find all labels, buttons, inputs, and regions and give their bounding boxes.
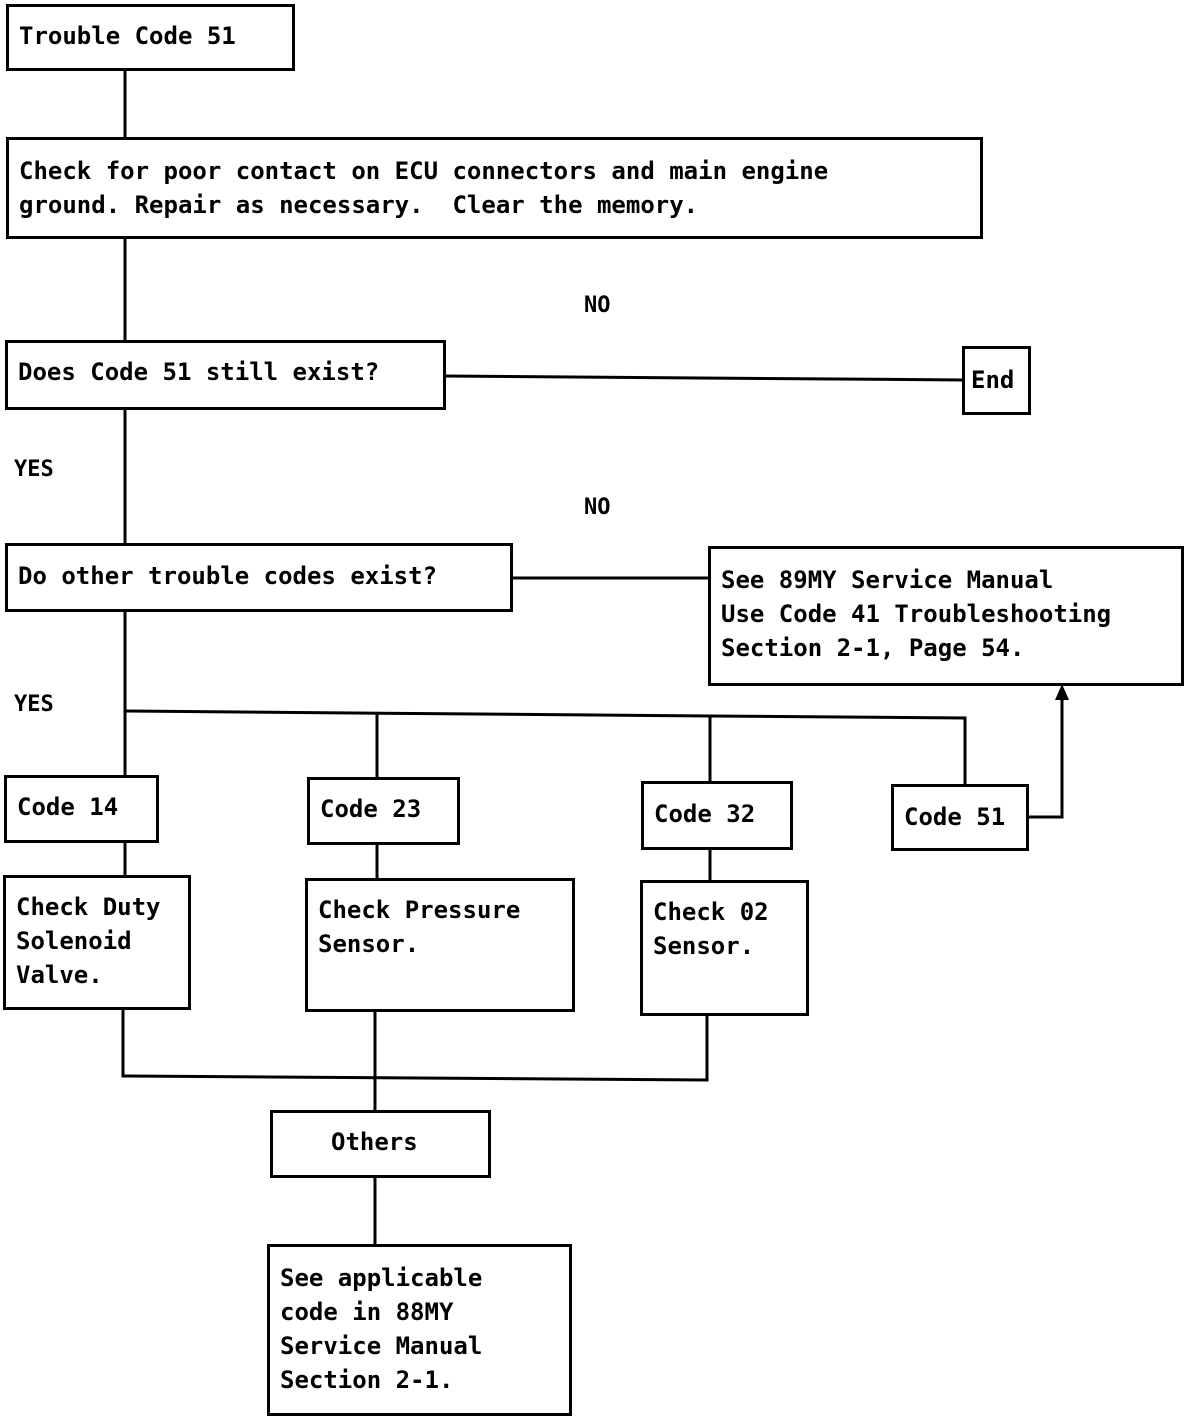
- arrow-head: [1055, 684, 1069, 700]
- see-88my-manual-box: See applicable code in 88MY Service Manu…: [267, 1244, 572, 1416]
- others-box: Others: [270, 1110, 491, 1178]
- end-box: End: [962, 346, 1031, 415]
- yes-label: YES: [14, 692, 54, 717]
- code-51-box: Code 51: [891, 784, 1029, 851]
- connector-line: [443, 374, 966, 382]
- check-o2-sensor-box: Check 02 Sensor.: [640, 880, 809, 1016]
- code-23-box: Code 23: [307, 777, 460, 845]
- code-14-box: Code 14: [4, 775, 159, 843]
- see-89my-manual-box: See 89MY Service Manual Use Code 41 Trou…: [708, 546, 1184, 686]
- no-label: NO: [584, 293, 611, 318]
- no-label: NO: [584, 495, 611, 520]
- connector-line: [1029, 690, 1064, 819]
- connector-line: [121, 1010, 709, 1082]
- check-pressure-sensor-box: Check Pressure Sensor.: [305, 878, 575, 1012]
- code-32-box: Code 32: [641, 781, 793, 850]
- check-duty-solenoid-box: Check Duty Solenoid Valve.: [3, 875, 191, 1010]
- trouble-code-51-box: Trouble Code 51: [6, 4, 295, 71]
- code51-exists-question-box: Does Code 51 still exist?: [5, 340, 446, 410]
- connector-line: [124, 709, 967, 786]
- check-contact-box: Check for poor contact on ECU connectors…: [6, 137, 983, 239]
- yes-label: YES: [14, 457, 54, 482]
- other-codes-question-box: Do other trouble codes exist?: [5, 543, 513, 612]
